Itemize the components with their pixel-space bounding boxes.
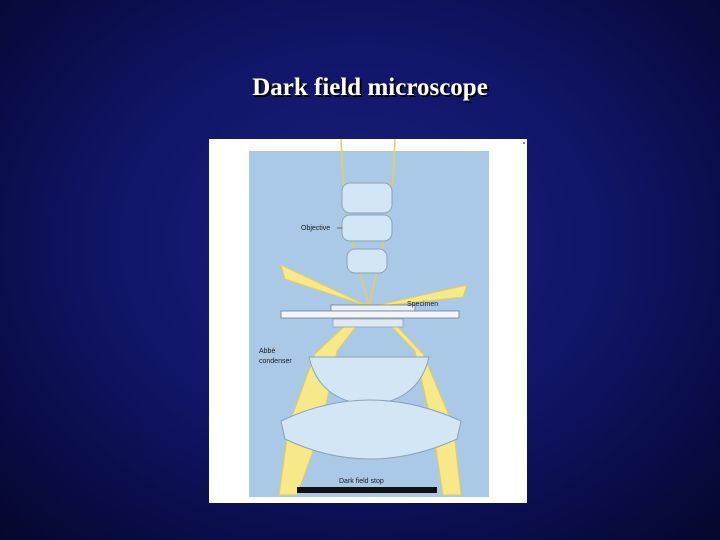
objective-lens-2	[341, 214, 393, 242]
scatter-wedge-left	[280, 264, 371, 308]
slide-title: Dark field microscope	[252, 74, 488, 101]
dark-field-diagram: Objective Specimen Abbé condenser Dark f…	[209, 139, 527, 503]
scatter-wedge-right	[369, 284, 468, 308]
condenser-top-mount	[332, 318, 404, 328]
specimen-slide	[280, 310, 460, 319]
dark-field-stop	[297, 487, 437, 493]
label-condenser-line1: Abbé	[259, 348, 276, 355]
label-dark-field-stop: Dark field stop	[339, 478, 384, 485]
condenser-lower-lens	[280, 399, 462, 460]
objective-lens-3	[346, 248, 388, 274]
specimen-coverslip	[330, 304, 416, 312]
objective-lens-1	[341, 182, 393, 214]
figure-marker	[523, 142, 525, 144]
label-objective: Objective	[301, 225, 331, 232]
label-condenser-line2: condenser	[259, 358, 292, 365]
label-specimen: Specimen	[407, 301, 439, 308]
diagram-drawing	[249, 139, 489, 497]
